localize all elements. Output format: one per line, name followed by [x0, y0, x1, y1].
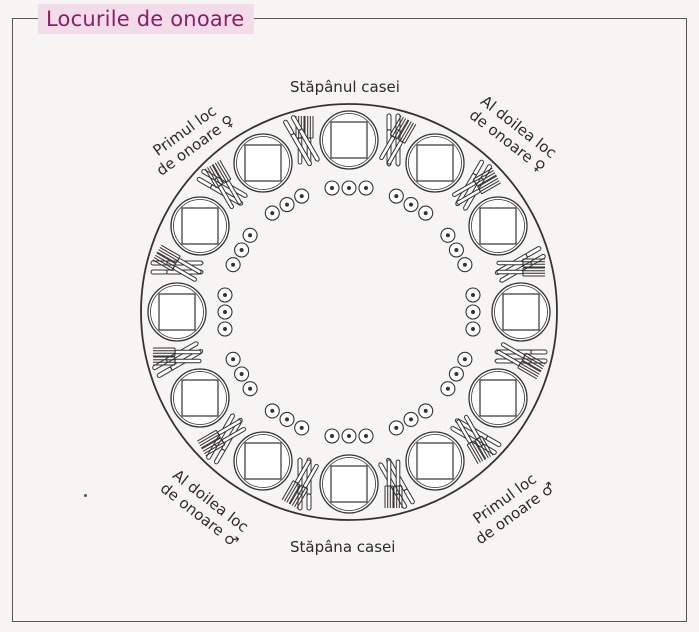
glass-icon	[457, 351, 473, 367]
place-setting-plate	[170, 368, 230, 428]
glass-icon	[242, 381, 258, 397]
glass-icon	[465, 321, 481, 337]
glass-icon	[465, 304, 481, 320]
place-setting-plate	[405, 133, 465, 193]
stray-dot	[84, 494, 87, 497]
label-hostess: Stăpâna casei	[290, 538, 396, 556]
glass-icon	[440, 227, 456, 243]
label-host: Stăpânul casei	[290, 78, 400, 96]
glass-icon	[448, 242, 464, 258]
table-outline	[140, 103, 558, 521]
glass-icon	[294, 188, 310, 204]
glass-icon	[324, 180, 340, 196]
section-title: Locurile de onoare	[38, 4, 255, 34]
glass-icon	[217, 304, 233, 320]
place-setting-plate	[233, 431, 293, 491]
glass-icon	[264, 205, 280, 221]
glass-icon	[465, 287, 481, 303]
glass-icon	[225, 257, 241, 273]
glass-icon	[358, 428, 374, 444]
glass-icon	[217, 321, 233, 337]
glass-icon	[264, 403, 280, 419]
glass-icon	[341, 180, 357, 196]
glass-icon	[448, 366, 464, 382]
glass-icon	[294, 420, 310, 436]
glass-icon	[440, 381, 456, 397]
place-setting-plate	[468, 368, 528, 428]
place-setting-plate	[147, 282, 207, 342]
glass-icon	[358, 180, 374, 196]
glass-icon	[403, 411, 419, 427]
glass-icon	[403, 197, 419, 213]
place-setting-plate	[491, 282, 551, 342]
diagram-frame	[12, 18, 687, 622]
glass-icon	[234, 366, 250, 382]
glass-icon	[324, 428, 340, 444]
glass-icon	[279, 411, 295, 427]
place-setting-plate	[170, 196, 230, 256]
place-setting-plate	[468, 196, 528, 256]
glass-icon	[341, 428, 357, 444]
glass-icon	[388, 188, 404, 204]
glass-icon	[418, 403, 434, 419]
glass-icon	[457, 257, 473, 273]
place-setting-plate	[233, 133, 293, 193]
glass-icon	[388, 420, 404, 436]
glass-icon	[418, 205, 434, 221]
place-setting-plate	[319, 110, 379, 170]
glass-icon	[279, 197, 295, 213]
glass-icon	[234, 242, 250, 258]
glass-icon	[242, 227, 258, 243]
place-setting-plate	[405, 431, 465, 491]
place-setting-plate	[319, 454, 379, 514]
glass-icon	[217, 287, 233, 303]
glass-icon	[225, 351, 241, 367]
